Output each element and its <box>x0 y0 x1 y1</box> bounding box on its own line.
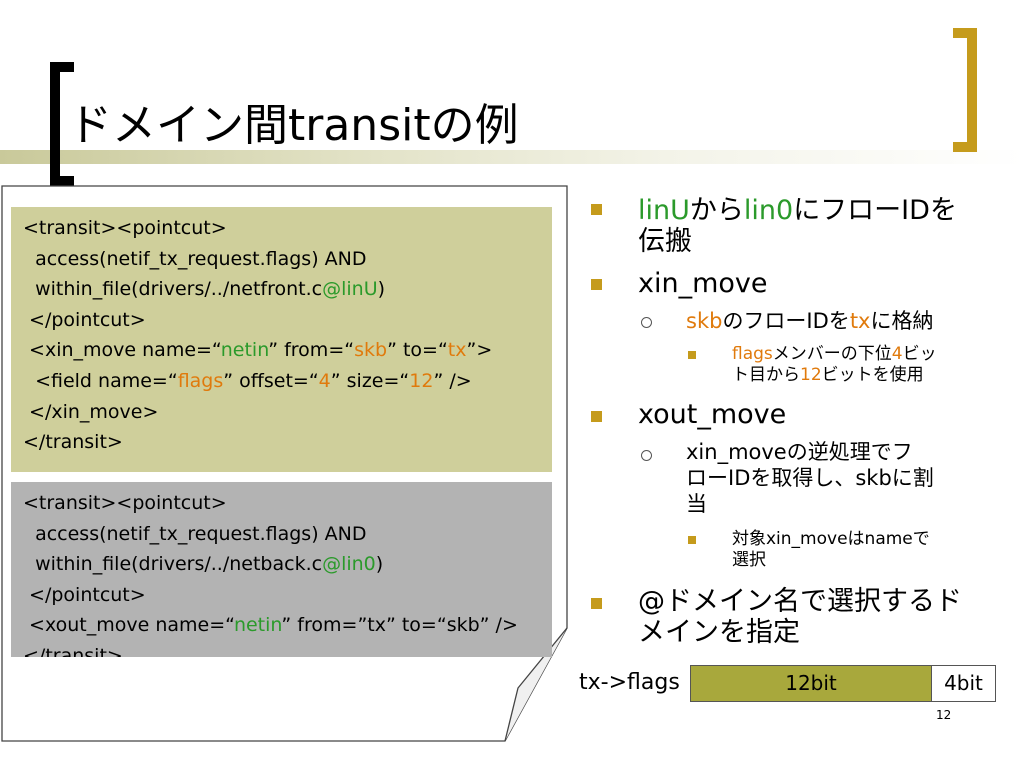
code-token: <transit><pointcut> <box>23 217 227 239</box>
code-token: ” to=“ <box>387 339 448 362</box>
text-linU: linU <box>638 195 690 226</box>
code-line: </pointcut> <box>23 580 540 611</box>
bullet-square <box>591 204 602 215</box>
code-token: flags <box>177 369 224 392</box>
code-token: <transit><pointcut> <box>23 492 227 514</box>
left-bracket-bottom <box>50 176 74 186</box>
code-line: <xin_move name=“netin” from=“skb” to=“tx… <box>23 335 540 366</box>
bullet-2: xin_move <box>638 268 768 299</box>
code-token: netin <box>233 614 282 637</box>
bullet-3-subsub-cont: 選択 <box>732 550 766 570</box>
bullet-square <box>591 279 602 290</box>
code-token: access(netif_tx_request.flags) AND <box>23 247 367 270</box>
right-bracket <box>967 28 977 152</box>
bullet-3: xout_move <box>638 399 787 430</box>
bullet-2-subsub: flagsメンバーの下位4ビッ <box>732 344 937 364</box>
code-box-backend: <transit><pointcut> access(netif_tx_requ… <box>11 482 552 657</box>
code-token: access(netif_tx_request.flags) AND <box>23 522 367 545</box>
bullet-4-cont: メインを指定 <box>638 617 800 648</box>
code-token: tx <box>447 339 467 362</box>
code-token: ) <box>377 278 386 301</box>
text-pre: ト目から <box>732 365 800 385</box>
text-mid: のフローIDを <box>722 309 850 333</box>
page-number: 12 <box>936 708 952 722</box>
slide-title: ドメイン間transitの例 <box>68 100 519 151</box>
code-token: ) <box>375 553 384 576</box>
left-bracket-top <box>50 62 74 72</box>
code-token: ” from=”tx” to=“skb” /> <box>281 614 518 637</box>
text-end: に格納 <box>870 309 934 333</box>
code-line: <transit><pointcut> <box>23 488 540 519</box>
bullet-square <box>591 411 602 422</box>
code-line: <xout_move name=“netin” from=”tx” to=“sk… <box>23 610 540 641</box>
code-token: </pointcut> <box>23 583 146 606</box>
flags-cell-4bit: 4bit <box>931 665 996 702</box>
code-line: within_file(drivers/../netback.c@lin0) <box>23 549 540 580</box>
code-token: <xin_move name=“ <box>23 339 221 362</box>
bullet-circle <box>641 450 652 461</box>
code-box-frontend: <transit><pointcut> access(netif_tx_requ… <box>11 207 552 472</box>
text-end: ビットを使用 <box>821 365 924 385</box>
bullet-3-sub-cont: 当 <box>686 492 707 516</box>
code-line: within_file(drivers/../netfront.c@linU) <box>23 274 540 305</box>
code-token: </xin_move> <box>23 400 159 423</box>
text-skb: skb <box>686 309 723 333</box>
code-token: ” /> <box>433 369 472 392</box>
code-line: </transit> <box>23 641 540 657</box>
left-bracket <box>50 62 60 186</box>
code-line: access(netif_tx_request.flags) AND <box>23 244 540 275</box>
code-token: @linU <box>322 278 378 301</box>
bullet-square-small <box>688 536 696 544</box>
flags-cell-12bit: 12bit <box>690 665 932 702</box>
code-token: within_file(drivers/../netback.c <box>23 553 323 576</box>
text-lin0: lin0 <box>743 195 794 226</box>
code-line: access(netif_tx_request.flags) AND <box>23 519 540 550</box>
title-band <box>0 150 1024 164</box>
code-token: skb <box>354 339 388 362</box>
text-four: 4 <box>891 344 903 364</box>
text-kara: から <box>689 195 744 226</box>
bullet-2-sub: skbのフローIDをtxに格納 <box>686 309 933 334</box>
text-rest: にフローIDを <box>793 195 957 226</box>
text-twelve: 12 <box>800 365 822 385</box>
code-token: ” size=“ <box>330 369 410 392</box>
code-token: within_file(drivers/../netfront.c <box>23 278 323 301</box>
bullet-3-sub-cont: ローIDを取得し、skbに割 <box>686 466 934 490</box>
flags-label: tx->flags <box>579 670 680 695</box>
bullet-square-small <box>688 351 696 359</box>
code-line: <field name=“flags” offset=“4” size=“12”… <box>23 366 540 397</box>
bullet-3-subsub: 対象xin_moveはnameで <box>732 529 930 549</box>
right-bracket-top <box>953 28 977 38</box>
code-line: </transit> <box>23 427 540 458</box>
code-token: 4 <box>318 369 331 392</box>
code-line: </xin_move> <box>23 397 540 428</box>
code-token: </pointcut> <box>23 308 146 331</box>
text-end: ビッ <box>902 344 937 364</box>
code-token: ”> <box>466 339 493 362</box>
text-tx: tx <box>849 309 871 333</box>
bullet-2-subsub-cont: ト目から12ビットを使用 <box>732 365 924 385</box>
code-token: @lin0 <box>322 553 376 576</box>
bullet-circle <box>641 317 652 328</box>
code-token: </transit> <box>23 431 123 454</box>
text-mid: メンバーの下位 <box>772 344 892 364</box>
code-token: ” from=“ <box>268 339 355 362</box>
bullet-1-cont: 伝搬 <box>638 226 692 257</box>
code-token: <xout_move name=“ <box>23 614 234 637</box>
code-line: </pointcut> <box>23 305 540 336</box>
text-flags: flags <box>732 344 773 364</box>
right-bracket-bottom <box>953 142 977 152</box>
bullet-square <box>591 598 602 609</box>
code-token: <field name=“ <box>23 369 178 392</box>
code-token: 12 <box>409 369 434 392</box>
bullet-3-sub: xin_moveの逆処理でフ <box>686 440 913 464</box>
code-line: <transit><pointcut> <box>23 213 540 244</box>
bullet-4: @ドメイン名で選択するド <box>638 586 962 617</box>
code-token: </transit> <box>23 644 123 657</box>
code-token: netin <box>220 339 269 362</box>
code-token: ” offset=“ <box>223 369 319 392</box>
bullet-1: linUからlin0にフローIDを <box>638 195 957 226</box>
